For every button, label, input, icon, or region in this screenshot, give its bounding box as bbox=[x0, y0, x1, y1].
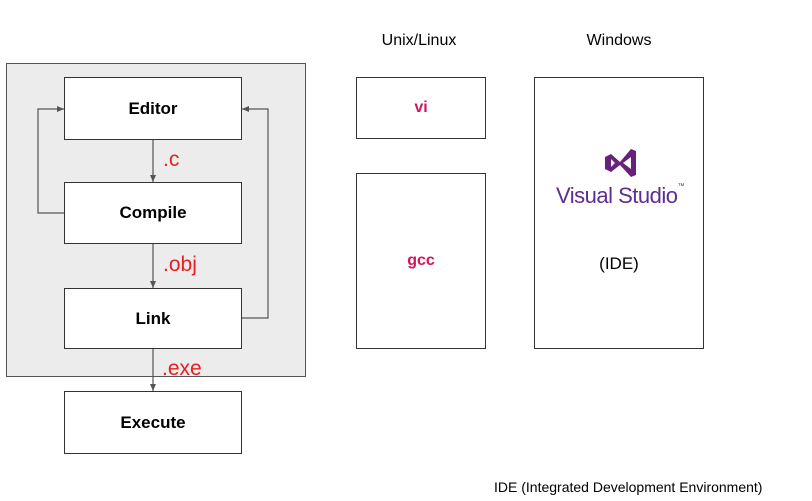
unix-linux-heading: Unix/Linux bbox=[381, 32, 457, 49]
vi-box: vi bbox=[356, 77, 486, 139]
visual-studio-logo: Visual Studio™ bbox=[536, 148, 704, 209]
ext-c-label: .c bbox=[163, 148, 180, 171]
execute-label: Execute bbox=[120, 412, 186, 432]
editor-box: Editor bbox=[64, 77, 242, 140]
vi-label: vi bbox=[414, 99, 428, 116]
link-box: Link bbox=[64, 288, 242, 349]
ext-obj-label: .obj bbox=[163, 253, 197, 276]
visual-studio-name: Visual Studio bbox=[555, 183, 678, 208]
compile-label: Compile bbox=[119, 203, 187, 222]
visual-studio-box bbox=[534, 77, 704, 349]
visual-studio-wordmark: Visual Studio™ bbox=[536, 183, 704, 209]
visual-studio-icon bbox=[605, 149, 636, 177]
editor-label: Editor bbox=[128, 98, 178, 118]
windows-heading: Windows bbox=[586, 32, 652, 49]
link-label: Link bbox=[135, 308, 171, 328]
execute-box: Execute bbox=[64, 391, 242, 454]
ide-footnote: IDE (Integrated Development Environment) bbox=[494, 479, 763, 495]
gcc-box: gcc bbox=[356, 173, 486, 349]
trademark-mark: ™ bbox=[677, 183, 685, 190]
ext-exe-label: .exe bbox=[162, 357, 202, 380]
ide-label: (IDE) bbox=[599, 254, 639, 273]
gcc-label: gcc bbox=[407, 252, 435, 269]
compile-box: Compile bbox=[64, 182, 242, 244]
